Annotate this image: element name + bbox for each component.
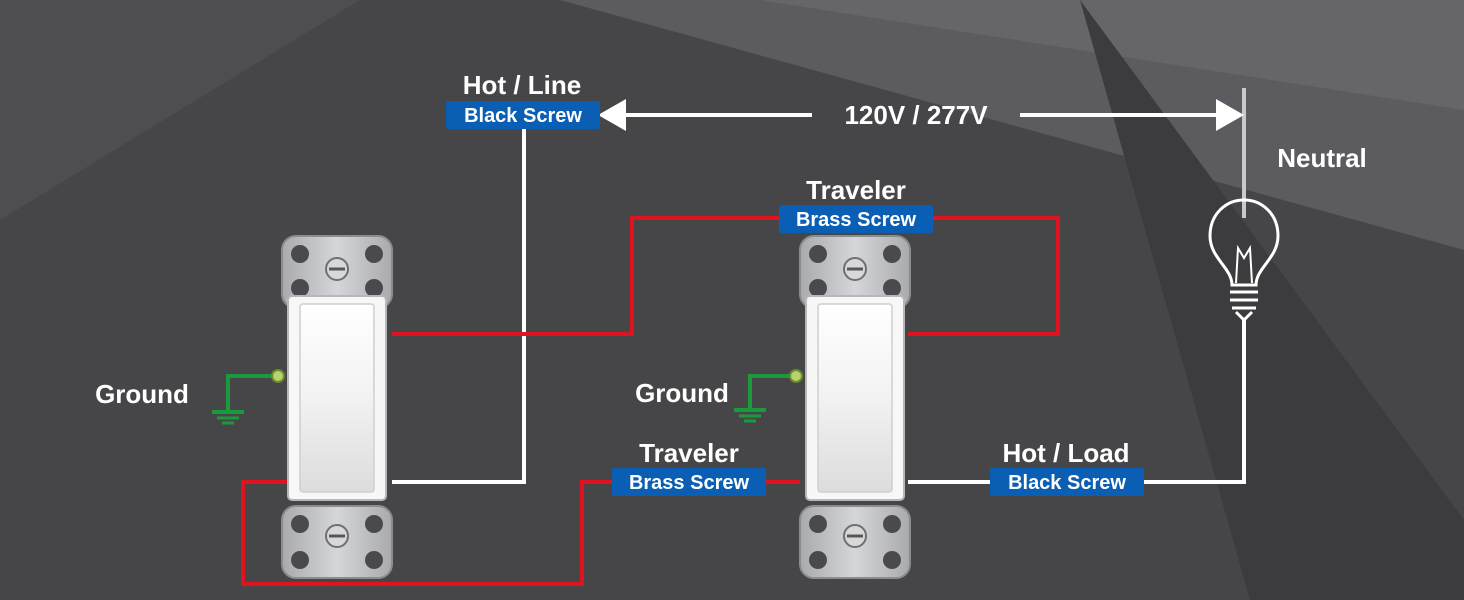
traveler-top-tag-text: Brass Screw	[796, 209, 917, 231]
tag-traveler-bottom: Brass Screw	[612, 468, 766, 496]
hot-line-title: Hot / Line	[463, 70, 581, 100]
rocker-paddle	[299, 303, 375, 493]
voltage-arrow	[598, 99, 1244, 131]
ground-screw-icon	[271, 369, 285, 383]
voltage-label: 120V / 277V	[844, 100, 988, 130]
switch-right	[789, 235, 911, 579]
tag-traveler-top: Brass Screw	[779, 205, 933, 233]
mounting-strap	[799, 235, 911, 579]
light-bulb-icon	[1208, 198, 1280, 323]
rocker-paddle	[817, 303, 893, 493]
hot-line-tag-text: Black Screw	[464, 105, 582, 127]
hot-load-tag-text: Black Screw	[1008, 472, 1126, 494]
traveler-bottom-tag-text: Brass Screw	[629, 472, 750, 494]
traveler-top-title: Traveler	[806, 175, 906, 205]
ground-label-right: Ground	[635, 378, 729, 408]
hot-line-wire	[392, 125, 526, 484]
neutral-label: Neutral	[1277, 143, 1367, 173]
mounting-strap	[281, 235, 393, 579]
hot-load-title: Hot / Load	[1002, 438, 1129, 468]
ground-label-left: Ground	[95, 379, 189, 409]
tag-hot-line: Black Screw	[446, 101, 600, 129]
ground-wire-right	[748, 374, 796, 410]
ground-wire-left	[226, 374, 278, 412]
switch-left	[271, 235, 393, 579]
tag-hot-load: Black Screw	[990, 468, 1144, 496]
ground-screw-icon	[789, 369, 803, 383]
traveler-bottom-title: Traveler	[639, 438, 739, 468]
